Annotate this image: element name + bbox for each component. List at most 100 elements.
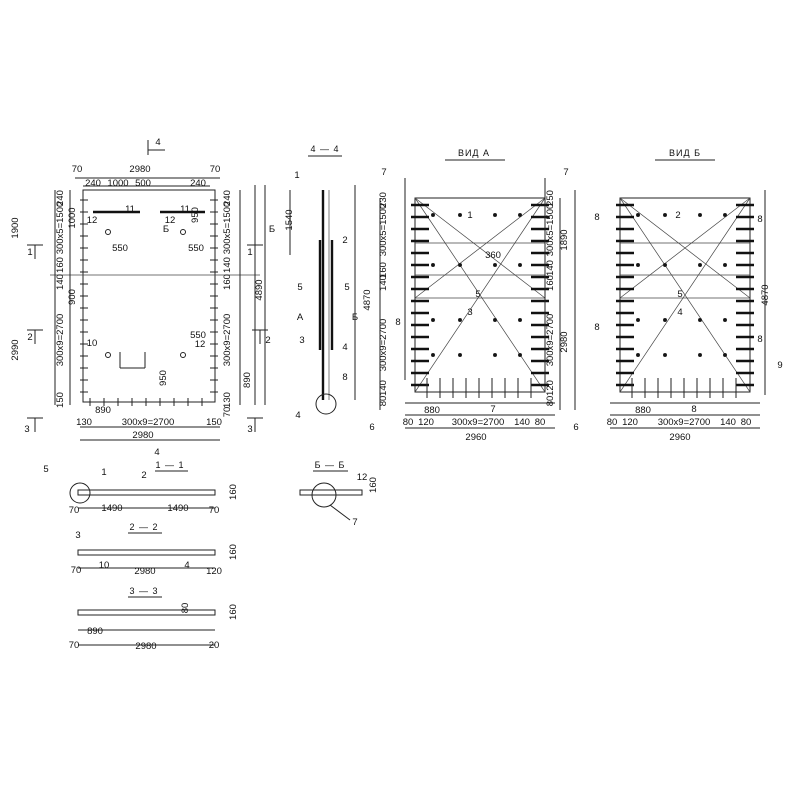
dimension-label: 160 [222, 274, 233, 290]
view-b-outline [619, 197, 751, 393]
section-mark: 3 [24, 424, 29, 435]
dimension-label: 300x9=2700 [378, 319, 389, 372]
callout-label: 360 [485, 250, 501, 261]
callout-label: 6 [573, 422, 578, 433]
anchor-dot [458, 353, 462, 357]
dimension-label: 140 [55, 274, 66, 290]
callout-label: Б [352, 312, 358, 323]
dimension-label: 240 [190, 178, 206, 189]
section-mark: Б [269, 224, 275, 235]
dimension-label: 550 [112, 243, 128, 254]
anchor-dot [518, 353, 522, 357]
section-mark: 4 [155, 137, 160, 148]
section-title: 4 — 4 [310, 144, 339, 154]
dimension-label: 130 [76, 417, 92, 428]
callout-label: 6 [369, 422, 374, 433]
dimension-label: 4870 [760, 284, 771, 305]
anchor-dot [518, 213, 522, 217]
anchor-dot [493, 263, 497, 267]
dimension-label: 1900 [10, 217, 21, 238]
anchor-dot [493, 213, 497, 217]
callout-label: 8 [594, 322, 599, 333]
section-mark: 2 [27, 332, 32, 343]
dimension-label: 70 [222, 407, 233, 418]
dimension-label: 4890 [254, 279, 265, 300]
anchor-dot [458, 213, 462, 217]
dimension-label: 120 [418, 417, 434, 428]
callout-label: 8 [691, 404, 696, 415]
dimension-label: 950 [190, 207, 201, 223]
anchor-dot [723, 318, 727, 322]
dimension-label: 3 [75, 530, 80, 541]
anchor-dot [698, 263, 702, 267]
callout-label: 7 [381, 167, 386, 178]
detail-circle [311, 482, 337, 508]
anchor-dot [636, 318, 640, 322]
dimension-label: 140 [545, 260, 556, 276]
dimension-label: 300x9=2700 [122, 417, 175, 428]
section-1-1-bar [77, 489, 216, 496]
dimension-label: 80 [607, 417, 618, 428]
dimension-label: 70 [71, 565, 82, 576]
dimension-label: 880 [635, 405, 651, 416]
dimension-label: 240 [55, 190, 66, 206]
anchor-dot [518, 263, 522, 267]
anchor-dot [663, 353, 667, 357]
drawing-line [619, 197, 751, 299]
dimension-label: 70 [69, 640, 80, 651]
dimension-label: 70 [69, 505, 80, 516]
callout-label: 8 [757, 214, 762, 225]
dimension-label: 2 [141, 470, 146, 481]
dimension-label: 70 [210, 164, 221, 175]
dimension-label: 80 [378, 396, 389, 407]
dimension-label: 80 [535, 417, 546, 428]
dimension-label: 300x5=1500 [55, 202, 66, 255]
dimension-label: 12 [195, 339, 206, 350]
drawing-geometry [27, 140, 766, 646]
dimension-label: 120 [206, 566, 222, 577]
dimension-label: 2960 [669, 432, 690, 443]
embed-plate [180, 229, 186, 235]
callout-label: 1540 [284, 209, 295, 230]
dimension-label: 300x9=2700 [452, 417, 505, 428]
section-title: 3 — 3 [129, 586, 158, 596]
drawing-line [414, 197, 546, 393]
callout-label: 5 [297, 282, 302, 293]
anchor-dot [431, 318, 435, 322]
callout-label: 8 [342, 372, 347, 383]
anchor-dot [431, 353, 435, 357]
callout-label: 4 [677, 307, 682, 318]
section-mark: 1 [27, 247, 32, 258]
dimension-label: 1890 [559, 229, 570, 250]
drawing-line [329, 504, 351, 521]
dimension-label: 300x5=1500 [545, 204, 556, 257]
dimension-label: 70 [209, 505, 220, 516]
dimension-label: 900 [67, 289, 78, 305]
dimension-label: 12 [357, 472, 368, 483]
section-2-2-bar [77, 549, 216, 556]
view-title: ВИД Б [669, 148, 701, 158]
anchor-dot [636, 353, 640, 357]
section-mark: 1 [247, 247, 252, 258]
anchor-dot [636, 213, 640, 217]
section-mark: 4 [154, 447, 159, 458]
callout-label: 8 [395, 317, 400, 328]
dimension-label: 2980 [559, 331, 570, 352]
anchor-dot [636, 263, 640, 267]
callout-label: А [297, 312, 304, 323]
dimension-label: 1490 [101, 503, 122, 514]
dimension-label: 140 [222, 257, 233, 273]
embed-plate [105, 229, 111, 235]
dimension-label: 140 [720, 417, 736, 428]
view-title: ВИД А [458, 148, 490, 158]
callout-label: 5 [677, 289, 682, 300]
section-title: 2 — 2 [129, 522, 158, 532]
anchor-dot [723, 353, 727, 357]
dimension-label: 890 [87, 626, 103, 637]
anchor-dot [493, 318, 497, 322]
dimension-label: 160 [228, 484, 239, 500]
dimension-label: 890 [95, 405, 111, 416]
dimension-label: 2990 [10, 339, 21, 360]
anchor-dot [518, 318, 522, 322]
